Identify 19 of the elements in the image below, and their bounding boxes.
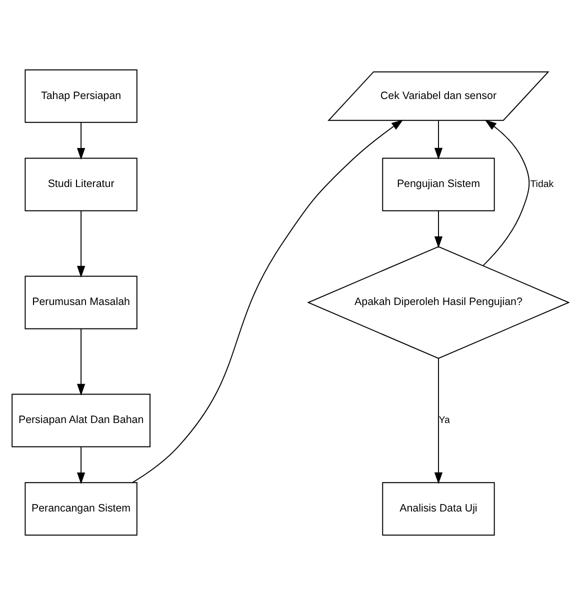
arrow: [434, 120, 443, 160]
node-diamond: Apakah Diperoleh Hasil Pengujian?: [307, 246, 570, 358]
arrow: [132, 119, 404, 483]
node-box: Perancangan Sistem: [24, 482, 138, 536]
arrow: [434, 358, 443, 484]
node-box: Pengujian Sistem: [382, 157, 495, 211]
node-box: Studi Literatur: [24, 157, 138, 211]
edge-label: Ya: [438, 414, 450, 426]
arrow: [482, 119, 530, 266]
arrow: [76, 122, 86, 160]
arrow: [434, 210, 443, 248]
node-box: Tahap Persiapan: [24, 68, 138, 122]
node-box: Perumusan Masalah: [24, 275, 138, 329]
node-box: Analisis Data Uji: [382, 482, 495, 536]
arrow: [76, 328, 86, 396]
arrow: [76, 210, 86, 278]
node-box: Persiapan Alat Dan Bahan: [12, 393, 150, 447]
arrow: [76, 446, 86, 484]
edge-label: Tidak: [530, 178, 554, 190]
